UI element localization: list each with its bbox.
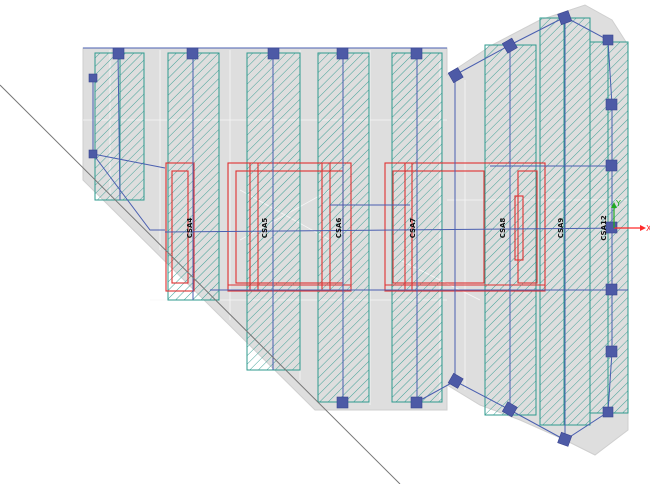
column[interactable] (602, 406, 614, 418)
axis-y-label: Y (615, 199, 621, 208)
column[interactable] (267, 47, 280, 60)
column[interactable] (605, 159, 618, 172)
column[interactable] (557, 10, 573, 26)
strip-label-s4: CSA4 (186, 218, 194, 239)
axis-x-label: X (646, 224, 650, 233)
axis-triad: X Y (611, 199, 650, 233)
column[interactable] (88, 73, 98, 83)
wall-center-left[interactable] (227, 162, 352, 292)
column[interactable] (605, 283, 618, 296)
column[interactable] (336, 396, 349, 409)
column[interactable] (447, 372, 464, 389)
column[interactable] (88, 149, 98, 159)
strip-labels: CSA4 CSA5 CSA6 CSA7 CSA8 CSA9 CSA12 (186, 215, 608, 241)
column[interactable] (410, 396, 423, 409)
column[interactable] (501, 401, 518, 418)
strip-label-s6: CSA6 (335, 218, 343, 239)
strip-label-s12: CSA12 (600, 215, 608, 241)
beam-lines (83, 16, 629, 441)
column[interactable] (186, 47, 199, 60)
column[interactable] (410, 47, 423, 60)
column[interactable] (602, 34, 614, 46)
wall-outlines (165, 162, 546, 292)
wall-left[interactable] (165, 162, 195, 292)
wall-small[interactable] (514, 195, 524, 261)
strip-label-s5: CSA5 (261, 218, 269, 239)
column[interactable] (336, 47, 349, 60)
reference-line (0, 84, 401, 484)
strip-label-s8: CSA8 (499, 218, 507, 239)
column[interactable] (605, 98, 618, 111)
column[interactable] (501, 37, 518, 54)
column[interactable] (605, 345, 618, 358)
column[interactable] (112, 47, 125, 60)
wall-center-right[interactable] (384, 162, 546, 292)
column-strips (94, 17, 629, 426)
column[interactable] (557, 431, 573, 447)
columns (88, 10, 618, 447)
strip-label-s7: CSA7 (409, 218, 417, 239)
strip-label-s9: CSA9 (557, 218, 565, 239)
column[interactable] (447, 67, 464, 84)
